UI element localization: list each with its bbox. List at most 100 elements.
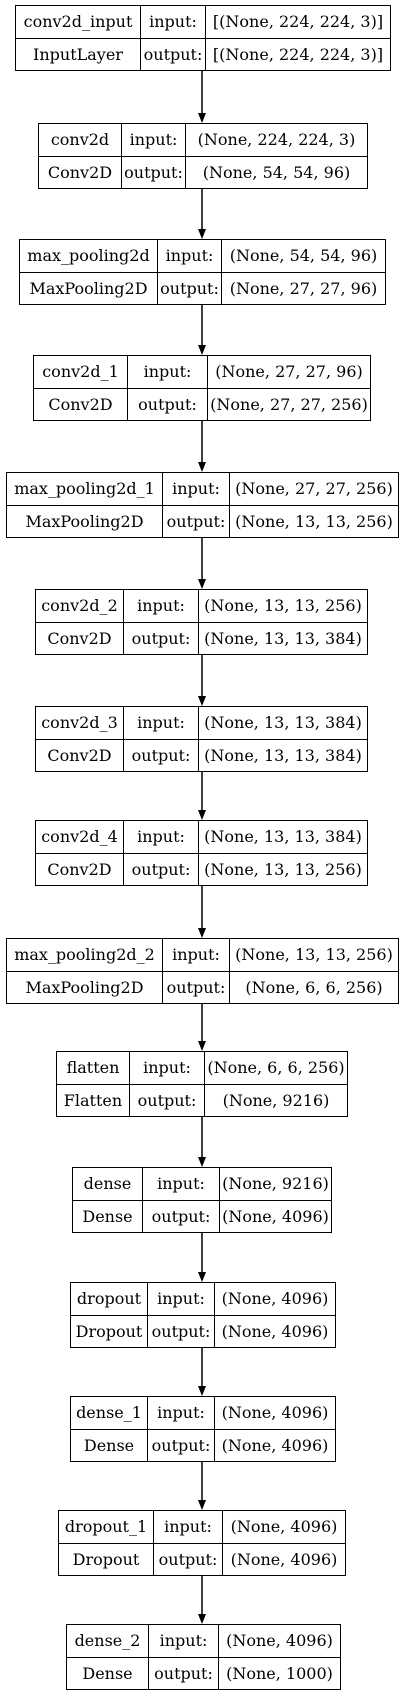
output-shape: (None, 13, 13, 384) [198,740,367,771]
arrowhead [198,113,206,123]
arrowhead [198,579,206,589]
layer-name: dense_1 [76,1403,142,1422]
layer-type: Conv2D [47,859,112,879]
layer-type: MaxPooling2D [29,278,148,298]
layer-type: MaxPooling2D [25,511,144,531]
arrowhead [198,1386,206,1396]
input-shape: (None, 27, 27, 96) [207,356,370,388]
arrowhead [198,1157,206,1167]
output-shape: (None, 13, 13, 384) [198,623,367,654]
layer-name: max_pooling2d_2 [14,945,155,964]
input-shape: [(None, 224, 224, 3)] [205,6,390,38]
input-shape: (None, 4096) [214,1283,335,1315]
layer-row-output: Dense output:(None, 4096) [71,1429,335,1461]
layer-name: dense [83,1174,132,1193]
output-shape: (None, 4096) [222,1544,345,1575]
layer-row-input: dense input:(None, 9216) [73,1168,331,1200]
output-label: output: [157,273,221,304]
output-shape: (None, 54, 54, 96) [185,157,367,188]
layer-name: max_pooling2d [27,246,150,265]
arrowhead [198,928,206,938]
output-label: output: [127,389,207,420]
layer-row-output: Dropout output:(None, 4096) [59,1543,345,1575]
output-shape: (None, 4096) [214,1430,335,1461]
input-label: input: [123,590,198,622]
input-shape: (None, 4096) [218,1625,340,1657]
input-label: input: [129,1052,204,1084]
input-label: input: [121,124,185,156]
layer-name: conv2d_4 [41,827,118,846]
layer-type: Dense [83,1435,135,1455]
arrowhead [198,1041,206,1051]
layer-type: Flatten [63,1090,123,1110]
arrowhead [198,345,206,355]
layer-name: conv2d_2 [41,596,118,615]
input-shape: (None, 9216) [219,1168,331,1200]
layer-type: InputLayer [33,44,123,64]
input-label: input: [147,1397,214,1429]
arrowhead [198,810,206,820]
input-label: input: [123,821,198,853]
input-shape: (None, 54, 54, 96) [221,240,385,272]
output-label: output: [162,506,229,537]
input-label: input: [123,707,198,739]
arrowhead [198,696,206,706]
arrowhead [198,1614,206,1624]
arrowhead [198,1272,206,1282]
input-label: input: [142,1168,219,1200]
input-label: input: [140,6,205,38]
layer-name: max_pooling2d_1 [14,479,155,498]
output-label: output: [162,972,229,1003]
layer-name: conv2d [50,130,110,149]
layer-node: dense_1 input:(None, 4096)Dense output:(No… [70,1396,336,1462]
layer-type: Dense [82,1206,133,1226]
layer-row-output: Conv2D output:(None, 13, 13, 256) [36,853,367,885]
input-shape: (None, 13, 13, 256) [198,590,367,622]
layer-row-input: conv2d_2 input:(None, 13, 13, 256) [36,590,367,622]
output-shape: (None, 4096) [219,1201,331,1232]
output-label: output: [147,1430,214,1461]
output-label: output: [148,1658,218,1689]
input-label: input: [147,1283,214,1315]
output-shape: (None, 9216) [204,1085,347,1116]
output-shape: [(None, 224, 224, 3)] [205,39,390,70]
input-label: input: [162,473,229,505]
input-label: input: [162,939,229,971]
output-label: output: [153,1544,222,1575]
layer-name: dense_2 [74,1631,141,1650]
output-shape: (None, 13, 13, 256) [198,854,367,885]
layer-name: dropout_1 [64,1517,148,1536]
layer-type: Dropout [72,1549,140,1569]
input-shape: (None, 4096) [222,1511,345,1543]
output-label: output: [123,854,198,885]
